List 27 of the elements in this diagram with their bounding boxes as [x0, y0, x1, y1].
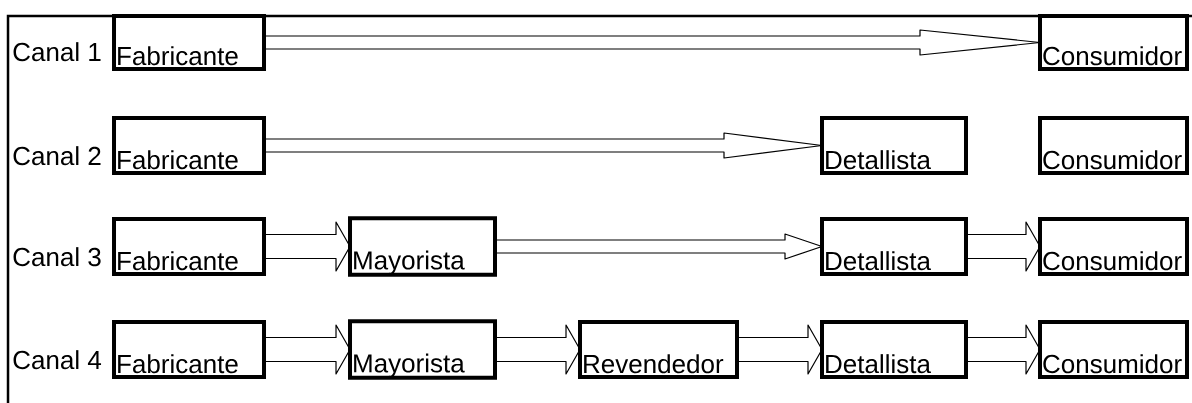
entity-box: Consumidor — [1038, 217, 1189, 276]
block-arrow — [965, 221, 1041, 272]
entity-box: Fabricante — [112, 217, 266, 276]
block-arrow — [965, 324, 1041, 375]
block-arrow — [263, 221, 351, 272]
row-label: Canal 2 — [13, 146, 101, 166]
entity-box: Consumidor — [1038, 320, 1189, 379]
entity-box: Consumidor — [1038, 116, 1189, 175]
block-arrow — [494, 324, 581, 375]
row-label: Canal 1 — [13, 42, 101, 62]
row-label: Canal 4 — [13, 350, 102, 370]
entity-box: Fabricante — [112, 116, 266, 175]
block-arrow — [263, 29, 1041, 56]
entity-box: Detallista — [820, 320, 968, 379]
block-arrow — [263, 132, 823, 159]
block-arrow — [263, 324, 351, 375]
entity-box: Mayorista — [348, 319, 497, 380]
block-arrow — [494, 233, 823, 260]
row-label: Canal 3 — [13, 247, 101, 267]
entity-box: Mayorista — [348, 216, 497, 277]
entity-box: Fabricante — [112, 320, 266, 379]
entity-box: Detallista — [820, 116, 968, 175]
block-arrow — [736, 324, 823, 375]
entity-box: Consumidor — [1038, 14, 1189, 71]
entity-box: Detallista — [820, 217, 968, 276]
entity-box: Fabricante — [112, 14, 266, 71]
entity-box: Revendedor — [578, 320, 739, 379]
